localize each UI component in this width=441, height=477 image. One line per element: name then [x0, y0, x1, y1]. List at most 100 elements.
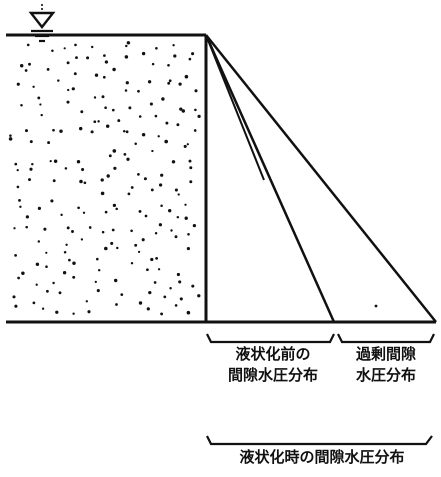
soil-dot — [126, 41, 131, 45]
soil-dot — [104, 246, 108, 251]
soil-dot — [138, 301, 143, 305]
soil-dot — [150, 188, 154, 192]
soil-dot — [138, 209, 142, 213]
soil-dot — [41, 307, 45, 310]
soil-dot — [96, 257, 99, 261]
soil-dot — [17, 276, 20, 280]
soil-dot — [163, 295, 167, 299]
soil-dot — [174, 188, 178, 192]
soil-dot — [167, 63, 170, 67]
soil-dot — [165, 121, 169, 125]
soil-dot — [178, 82, 182, 86]
soil-dot — [32, 301, 36, 305]
soil-dot — [141, 238, 145, 242]
soil-dot — [52, 281, 55, 285]
soil-dot — [123, 153, 127, 156]
soil-dot — [197, 294, 201, 298]
soil-dot — [29, 167, 33, 171]
soil-dot — [80, 238, 84, 241]
soil-dot — [177, 193, 180, 196]
soil-dot — [43, 227, 47, 231]
soil-dot — [111, 108, 115, 112]
soil-dot — [191, 52, 195, 56]
soil-dot — [26, 43, 30, 47]
soil-dot — [66, 226, 70, 230]
soil-dot — [191, 284, 195, 288]
soil-dot — [20, 103, 23, 107]
soil-dot — [25, 225, 28, 229]
soil-dot — [158, 183, 163, 187]
bracket-excess — [337, 333, 435, 344]
soil-dot — [14, 304, 18, 308]
soil-dot — [18, 198, 21, 202]
label-during-liquefaction: 液状化時の間隙水圧分布 — [212, 447, 432, 468]
soil-dot — [102, 75, 106, 79]
soil-dot — [130, 186, 134, 189]
soil-dot — [120, 293, 124, 296]
soil-dot — [105, 124, 110, 128]
soil-dot — [66, 61, 70, 65]
soil-dot — [66, 100, 70, 104]
soil-dot — [90, 130, 94, 134]
soil-dot — [65, 243, 68, 246]
soil-dot — [51, 49, 54, 53]
soil-dot — [104, 210, 108, 214]
soil-dot — [50, 199, 54, 203]
soil-dot — [87, 310, 91, 314]
soil-dot — [172, 44, 175, 47]
soil-dot — [154, 231, 158, 235]
soil-dot — [187, 233, 190, 236]
soil-dot — [153, 281, 157, 284]
soil-dot — [189, 180, 193, 184]
soil-dot — [81, 167, 85, 172]
soil-dot — [80, 110, 84, 114]
soil-dot — [13, 227, 16, 230]
soil-dot — [37, 206, 42, 210]
soil-dot — [59, 129, 63, 133]
total-pressure-line — [205, 34, 437, 323]
soil-dot — [79, 179, 83, 184]
soil-dot — [37, 240, 41, 243]
soil-dot — [151, 149, 154, 153]
soil-dot — [127, 192, 131, 196]
soil-dot — [8, 137, 13, 141]
soil-dot — [47, 141, 51, 145]
soil-dot — [55, 310, 59, 314]
soil-dot — [189, 166, 193, 170]
soil-dot — [112, 67, 116, 72]
soil-dot — [137, 250, 141, 254]
label-excess-pressure: 過剰間隙 水圧分布 — [340, 344, 432, 386]
soil-dot — [32, 85, 35, 88]
soil-dot — [63, 47, 66, 50]
soil-dot — [112, 203, 117, 208]
label-pre-liquefaction: 液状化前の 間隙水圧分布 — [214, 344, 332, 386]
soil-dot — [74, 43, 77, 47]
soil-dot — [108, 154, 112, 158]
soil-dot — [113, 166, 117, 170]
soil-dot — [194, 89, 198, 93]
soil-dot — [45, 265, 48, 268]
label-excess-line2: 水圧分布 — [355, 366, 416, 384]
soil-dot — [167, 81, 171, 85]
soil-dot — [113, 278, 118, 283]
bracket-pre-liquefaction — [206, 333, 335, 344]
soil-dot — [176, 123, 180, 127]
soil-dot — [16, 168, 19, 172]
inner-pressure-line — [205, 34, 265, 181]
soil-dot — [29, 140, 33, 144]
soil-dot — [46, 68, 50, 71]
soil-dot — [104, 106, 107, 109]
soil-dot — [85, 300, 88, 303]
soil-dot — [137, 89, 140, 93]
soil-dot — [186, 310, 191, 315]
soil-dot — [184, 203, 187, 206]
pre-liquefaction-pressure-line — [204, 34, 336, 323]
soil-dot — [168, 79, 172, 83]
soil-dot — [86, 56, 90, 60]
soil-dot — [106, 174, 110, 178]
soil-dot — [141, 132, 146, 137]
soil-dot — [192, 223, 197, 228]
soil-dot — [138, 115, 142, 118]
soil-dot — [115, 303, 118, 306]
soil-dot — [157, 135, 160, 138]
